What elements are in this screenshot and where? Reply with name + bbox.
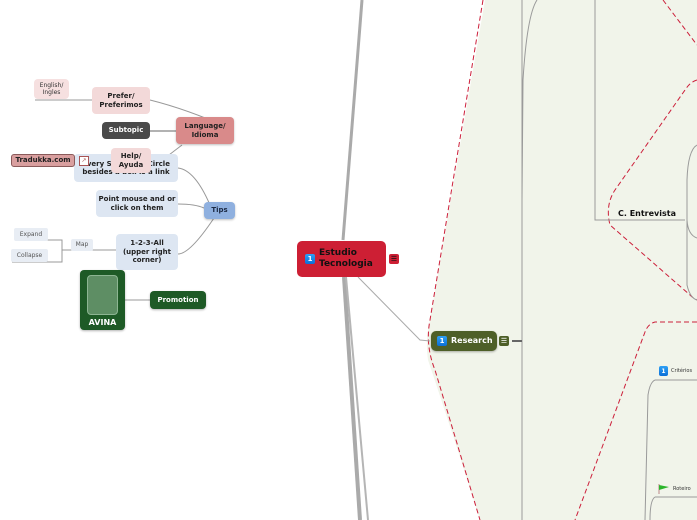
green-flag-icon bbox=[658, 484, 669, 494]
avina-label: AVINA bbox=[88, 318, 117, 327]
avina-image bbox=[87, 275, 118, 315]
priority-1-icon: 1 bbox=[305, 254, 315, 264]
research-boundary bbox=[427, 0, 484, 520]
priority-1-icon: 1 bbox=[659, 366, 668, 376]
criterios-boundary bbox=[574, 321, 697, 520]
map-node[interactable]: Map bbox=[71, 239, 93, 251]
notes-icon[interactable]: ☰ bbox=[389, 254, 399, 264]
point-mouse-node[interactable]: Point mouse and or click on them bbox=[96, 190, 178, 217]
avina-image-node[interactable]: AVINA bbox=[80, 270, 125, 330]
subtopic-node[interactable]: Subtopic bbox=[102, 122, 150, 139]
language-node[interactable]: Language/ Idioma bbox=[176, 117, 234, 144]
tradukka-link-node[interactable]: Tradukka.com bbox=[11, 154, 75, 167]
help-node[interactable]: Help/ Ayuda bbox=[111, 148, 151, 173]
research-node[interactable]: 1 Research bbox=[431, 331, 497, 351]
expand-node[interactable]: Expand bbox=[14, 228, 48, 241]
entrevista-node[interactable]: C. Entrevista bbox=[618, 209, 676, 218]
criterios-label: Critérios bbox=[671, 368, 693, 374]
entrevista-boundary-top bbox=[662, 0, 697, 46]
roteiro-label: Roteiro bbox=[673, 486, 691, 492]
research-area-background bbox=[426, 0, 697, 520]
promotion-node[interactable]: Promotion bbox=[150, 291, 206, 309]
english-node[interactable]: English/ Ingles bbox=[34, 79, 69, 99]
prefer-node[interactable]: Prefer/ Preferimos bbox=[92, 87, 150, 114]
external-link-icon[interactable]: ↗ bbox=[79, 156, 89, 166]
criterios-node[interactable]: 1 Critérios bbox=[659, 366, 692, 376]
central-topic-label: Estudio Tecnologia bbox=[319, 248, 373, 269]
notes-icon[interactable]: ☰ bbox=[499, 336, 509, 346]
priority-1-icon: 1 bbox=[437, 336, 447, 346]
research-label: Research bbox=[451, 336, 493, 346]
collapse-node[interactable]: Collapse bbox=[11, 249, 48, 262]
central-topic[interactable]: 1 Estudio Tecnologia bbox=[297, 241, 386, 277]
all-node[interactable]: 1-2-3-All (upper right corner) bbox=[116, 234, 178, 270]
tips-node[interactable]: Tips bbox=[204, 202, 235, 219]
roteiro-node[interactable]: Roteiro bbox=[658, 484, 691, 494]
